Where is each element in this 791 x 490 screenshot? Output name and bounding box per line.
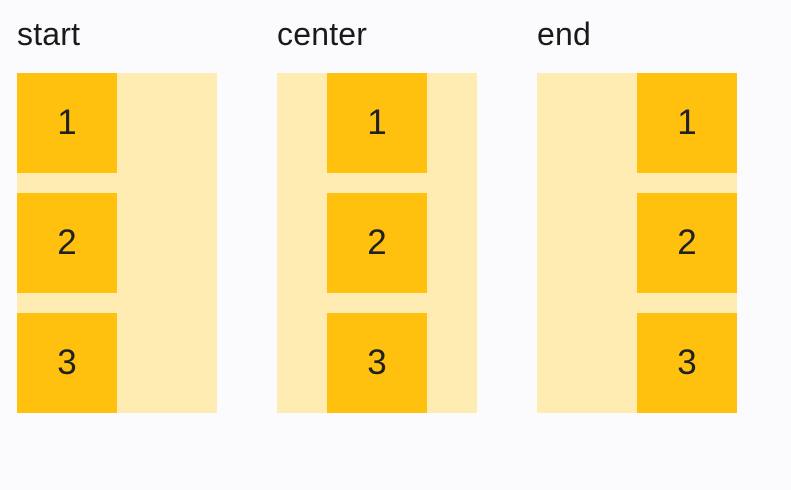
demo-title-center: center [277,16,368,52]
demo-item: 3 [17,313,117,413]
alignment-demo-center: center 1 2 3 [277,12,477,413]
demo-container-start: 1 2 3 [17,73,217,413]
demo-item: 2 [327,193,427,293]
alignment-demo-start: start 1 2 3 [17,12,217,413]
alignment-demo-end: end 1 2 3 [537,12,737,413]
demo-item: 1 [637,73,737,173]
demo-container-end: 1 2 3 [537,73,737,413]
demo-item: 1 [327,73,427,173]
demo-item: 3 [327,313,427,413]
demo-item: 3 [637,313,737,413]
demo-container-center: 1 2 3 [277,73,477,413]
demo-title-end: end [537,16,591,52]
demo-title-start: start [17,16,81,52]
demo-item: 2 [637,193,737,293]
demo-item: 2 [17,193,117,293]
alignment-demo-page: start 1 2 3 center 1 2 3 end 1 2 3 [17,12,737,413]
demo-item: 1 [17,73,117,173]
